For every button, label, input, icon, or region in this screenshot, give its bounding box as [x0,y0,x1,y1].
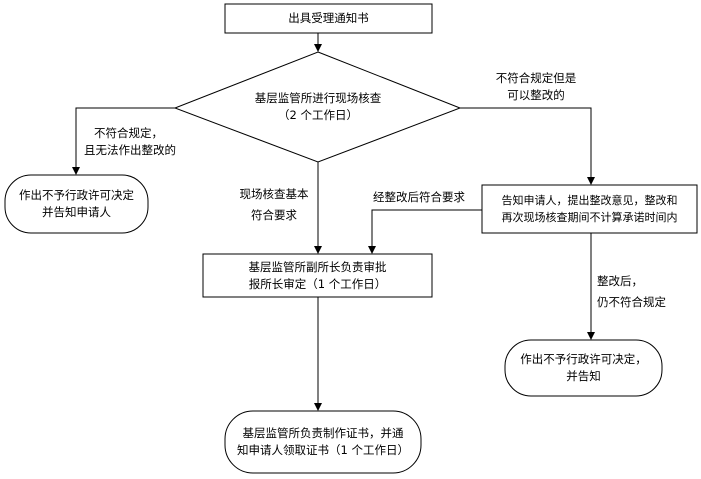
notify-rectify-box [481,184,698,234]
reject-left-text: 作出不予行政许可决定 并告知申请人 [5,187,148,221]
edge-label-after-rectify-fail-line2: 仍不符合规定 [597,295,666,309]
decision-text: 基层监管所进行现场核查 （2 个工作日） [205,90,431,124]
deputy-review-line1: 基层监管所副所长负责审批 [248,260,387,274]
edge-label-after-rectify-fail-line1: 整改后， [597,274,643,288]
certificate-line2: 知申请人领取证书（1 个工作日） [237,443,409,457]
reject-right-line2: 并告知 [566,369,601,383]
edge-label-not-compliant-no-fix-line2: 且无法作出整改的 [84,143,176,157]
deputy-review-box [202,253,433,298]
arrow-rectify-to-deputy-review [368,209,482,254]
reject-left-line2: 并告知申请人 [42,205,111,219]
notify-rectify-line2: 再次现场核查期间不计算承诺时间内 [501,211,678,224]
notify-rectify-line1: 告知申请人，提出整改意见，整改和 [501,194,678,207]
certificate-box [224,410,422,474]
deputy-review-line2: 报所长审定（1 个工作日） [248,277,387,291]
edge-label-basic-compliant: 现场核查基本 符合要求 [234,186,314,224]
edge-label-not-compliant-no-fix-line1: 不符合规定， [94,126,163,140]
edge-label-not-compliant-no-fix: 不符合规定， 且无法作出整改的 [84,125,176,159]
start-label: 出具受理通知书 [288,11,369,25]
reject-left-line1: 作出不予行政许可决定 [19,188,134,202]
edge-label-after-rectify-fail: 整改后， 仍不符合规定 [597,273,666,311]
edge-label-basic-compliant-line1: 现场核查基本 [239,187,309,201]
decision-duration: （2 个工作日） [278,108,358,122]
start-box-text: 出具受理通知书 [225,10,432,27]
arrow-decision-to-notify-rectify [460,107,595,185]
certificate-text: 基层监管所负责制作证书，并通 知申请人领取证书（1 个工作日） [225,425,421,459]
edge-label-not-compliant-fixable-line2: 可以整改的 [507,88,565,102]
reject-right-text: 作出不予行政许可决定， 并告知 [505,351,662,385]
notify-rectify-text: 告知申请人，提出整改意见，整改和 再次现场核查期间不计算承诺时间内 [482,192,697,226]
edge-label-basic-compliant-line2: 符合要求 [251,208,297,222]
reject-right-box [504,339,663,397]
edge-label-not-compliant-fixable-line1: 不符合规定但是 [495,71,577,85]
certificate-line1: 基层监管所负责制作证书，并通 [242,426,404,440]
reject-left-box [4,174,149,234]
start-box [224,3,433,34]
edge-label-not-compliant-fixable: 不符合规定但是 可以整改的 [486,70,586,104]
reject-right-line1: 作出不予行政许可决定， [520,352,647,366]
edge-label-after-rectify-ok: 经整改后符合要求 [373,189,465,206]
deputy-review-text: 基层监管所副所长负责审批 报所长审定（1 个工作日） [203,259,432,293]
arrow-decision-to-reject-left [72,107,175,175]
edge-label-after-rectify-ok-text: 经整改后符合要求 [373,190,465,204]
decision-label: 基层监管所进行现场核查 [254,91,382,105]
